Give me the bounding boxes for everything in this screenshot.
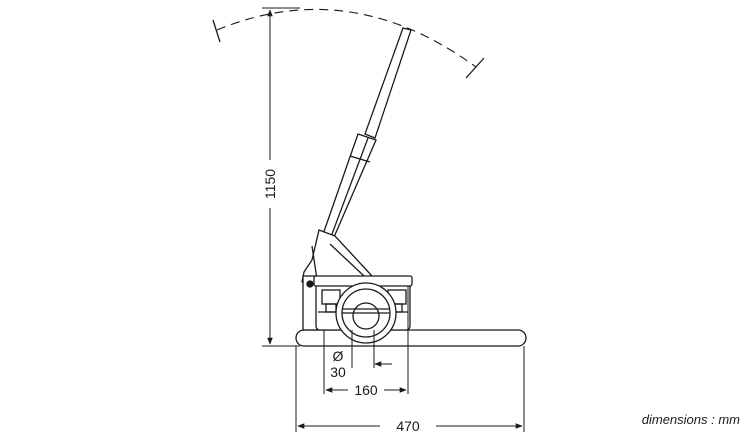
handle-upper bbox=[364, 27, 412, 139]
handle-line bbox=[328, 137, 369, 243]
base-plate bbox=[295, 329, 527, 347]
swing-arc-start-tick bbox=[212, 19, 221, 43]
bore-label: 30 bbox=[330, 364, 346, 380]
height-label: 1150 bbox=[262, 169, 278, 199]
swing-arc bbox=[216, 8, 477, 68]
width-label: 470 bbox=[396, 418, 420, 434]
die-bore bbox=[352, 302, 380, 330]
swing-arc-end-tick bbox=[465, 57, 485, 79]
bore-symbol-label: Ø bbox=[333, 348, 344, 364]
units-note: dimensions : mm bbox=[641, 412, 740, 427]
pivot-pin bbox=[306, 280, 314, 288]
bracket-edge-2 bbox=[329, 243, 365, 277]
offset-label: 160 bbox=[354, 382, 378, 398]
left-clamp bbox=[321, 289, 341, 305]
